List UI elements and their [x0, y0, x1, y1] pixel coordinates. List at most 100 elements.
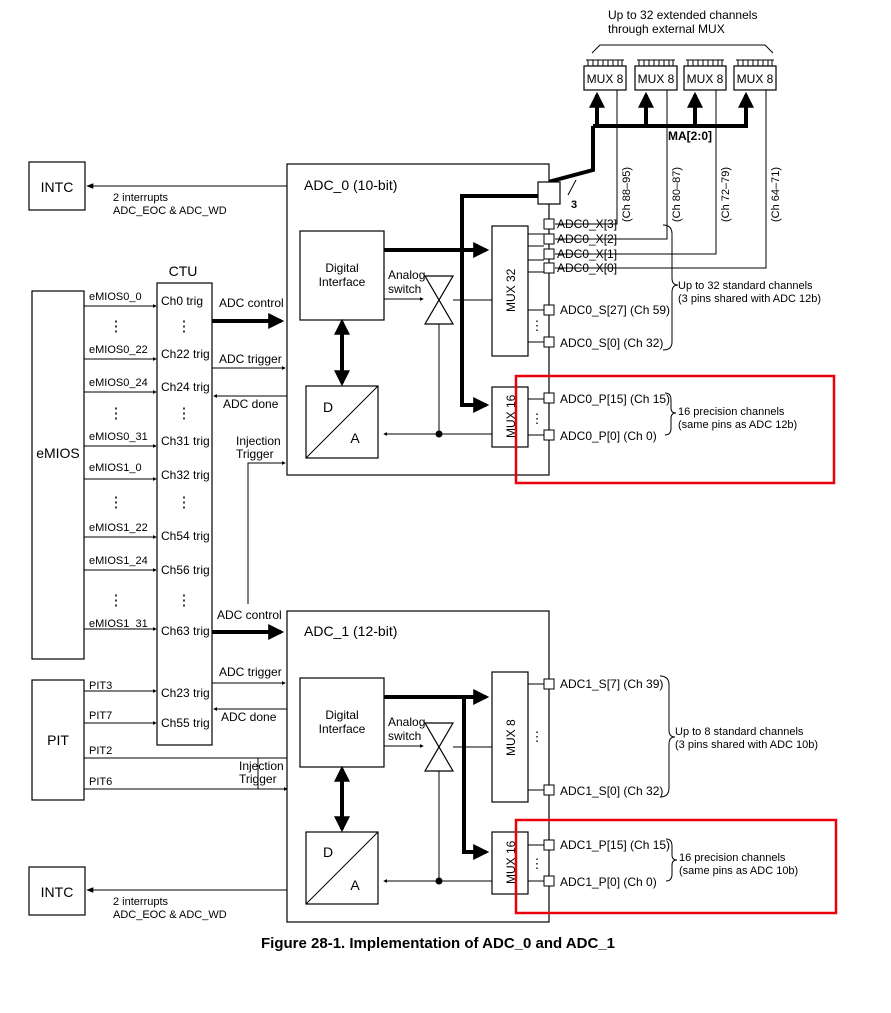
svg-text:⋮: ⋮ [177, 592, 192, 609]
adc0-injection-label: Injection [236, 434, 281, 448]
adc0-prec-note2: (same pins as ADC 12b) [678, 419, 797, 431]
adc0-mux-std [491, 225, 529, 357]
adc1-pin-s7: ADC1_S[7] (Ch 39) [560, 677, 663, 691]
ext-title-line1: Up to 32 extended channels [608, 8, 757, 22]
adc1-mux-prec [491, 831, 529, 895]
emios-sig-4: eMIOS1_0 [89, 462, 142, 474]
ext-x0-line [555, 90, 767, 269]
pit-sig-1: PIT7 [89, 710, 112, 722]
adc1-injection-label: Injection [239, 759, 284, 773]
adc0-pin-x0: ADC0_X[0] [557, 261, 617, 275]
adc0-ma-port [537, 181, 561, 205]
ext-mux-3-label: MUX 8 [737, 72, 774, 86]
ext-mux-2: MUX 8 [683, 59, 727, 91]
svg-text:⋮: ⋮ [177, 405, 192, 422]
svg-text:D: D [323, 399, 333, 415]
adc1-std-brace [659, 675, 676, 798]
adc1-mux-std [491, 671, 529, 803]
adc0-trigger2-label: Trigger [236, 447, 274, 461]
bus-width-label: 3 [571, 199, 577, 211]
external-mux-section: Up to 32 extended channels through exter… [547, 8, 782, 269]
ext-title-line2: through external MUX [608, 22, 725, 36]
ext-x3-line [555, 90, 618, 225]
intc-bottom: INTC 2 interrupts ADC_EOC & ADC_WD [28, 866, 287, 921]
adc1-pin-p0: ADC1_P[0] (Ch 0) [560, 875, 657, 889]
ext-mux-0-label: MUX 8 [587, 72, 624, 86]
adc0-mux-prec [491, 386, 529, 448]
adc0-adc-core: D A [305, 385, 379, 459]
ctu-trig-ch54: Ch54 trig [161, 529, 210, 543]
svg-text:switch: switch [388, 729, 421, 743]
svg-text:⋮: ⋮ [531, 856, 544, 871]
svg-text:MUX 16: MUX 16 [504, 394, 518, 438]
adc1-std-note1: Up to 8 standard channels [675, 726, 804, 738]
ext-ch-88-95: (Ch 88–95) [621, 167, 633, 222]
ext-bracket [591, 44, 774, 54]
svg-text:⋮: ⋮ [531, 411, 544, 426]
svg-text:MUX 8: MUX 8 [504, 719, 518, 756]
ctu-title: CTU [169, 263, 198, 279]
pit-sig-2: PIT2 [89, 745, 112, 757]
adc1-prec-note2: (same pins as ADC 10b) [679, 865, 798, 877]
intc-top-irq1: 2 interrupts [113, 192, 169, 204]
svg-text:⋮: ⋮ [531, 729, 544, 744]
figure-caption: Figure 28-1. Implementation of ADC_0 and… [261, 935, 615, 952]
adc1-control-label: ADC control [217, 608, 282, 622]
adc0-std-note1: Up to 32 standard channels [678, 280, 813, 292]
adc1-done-label: ADC done [221, 710, 277, 724]
svg-text:MUX 16: MUX 16 [504, 840, 518, 884]
adc0-trigger-label: ADC trigger [219, 352, 282, 366]
adc1-std-note2: (3 pins shared with ADC 10b) [675, 739, 818, 751]
adc1-adc-core: D A [305, 831, 379, 905]
adc0-std-note2: (3 pins shared with ADC 12b) [678, 293, 821, 305]
ext-ch-72-79: (Ch 72–79) [720, 167, 732, 222]
ctu-block: CTU [156, 263, 213, 746]
svg-text:D: D [323, 844, 333, 860]
adc0-pin-s0: ADC0_S[0] (Ch 32) [560, 336, 663, 350]
adc0-pin-p15: ADC0_P[15] (Ch 15) [560, 392, 670, 406]
adc0-pin-x1: ADC0_X[1] [557, 247, 617, 261]
svg-text:Digital: Digital [325, 708, 358, 722]
adc0-std-brace [662, 224, 679, 351]
intc-top-irq2: ADC_EOC & ADC_WD [113, 205, 227, 217]
svg-text:⋮: ⋮ [109, 405, 124, 422]
emios-sig-6: eMIOS1_24 [89, 555, 148, 567]
emios-sig-0: eMIOS0_0 [89, 291, 142, 303]
pit-sig-0: PIT3 [89, 680, 112, 692]
ctu-trig-ch22: Ch22 trig [161, 347, 210, 361]
svg-text:⋮: ⋮ [109, 494, 124, 511]
svg-text:A: A [350, 877, 360, 893]
adc0-pin-x3: ADC0_X[3] [557, 217, 617, 231]
svg-text:⋮: ⋮ [531, 318, 544, 333]
svg-text:Digital: Digital [325, 261, 358, 275]
pit-block: PIT [31, 679, 85, 801]
adc0-control-label: ADC control [219, 296, 284, 310]
adc1-pin-s0: ADC1_S[0] (Ch 32) [560, 784, 663, 798]
ctu-trig-ch0: Ch0 trig [161, 294, 203, 308]
ext-x1-line [555, 90, 717, 255]
adc0-pin-p0: ADC0_P[0] (Ch 0) [560, 429, 657, 443]
adc0-prec-brace [664, 392, 677, 436]
svg-text:MUX 32: MUX 32 [504, 268, 518, 312]
adc1-trigger-label: ADC trigger [219, 665, 282, 679]
intc-bottom-label: INTC [41, 884, 74, 900]
svg-text:Interface: Interface [319, 275, 366, 289]
svg-text:⋮: ⋮ [177, 494, 192, 511]
adc0-block: ADC_0 (10-bit) Digital Interface Analog … [286, 163, 836, 485]
adc1-trigger2-label: Trigger [239, 772, 277, 786]
adc1-pin-p15: ADC1_P[15] (Ch 15) [560, 838, 670, 852]
ctu-trig-ch55: Ch55 trig [161, 716, 210, 730]
ctu-adc-signals: ADC control ADC trigger ADC done Injecti… [212, 296, 287, 789]
adc1-digital-interface [299, 677, 385, 768]
adc0-title: ADC_0 (10-bit) [304, 177, 397, 193]
ext-mux-1: MUX 8 [634, 59, 678, 91]
ext-mux-2-label: MUX 8 [687, 72, 724, 86]
svg-text:switch: switch [388, 282, 421, 296]
intc-top: INTC 2 interrupts ADC_EOC & ADC_WD [28, 161, 287, 217]
pit-label: PIT [47, 732, 69, 748]
emios-sig-3: eMIOS0_31 [89, 431, 148, 443]
ctu-trig-ch23: Ch23 trig [161, 686, 210, 700]
ctu-trig-ch56: Ch56 trig [161, 563, 210, 577]
svg-text:A: A [350, 430, 360, 446]
